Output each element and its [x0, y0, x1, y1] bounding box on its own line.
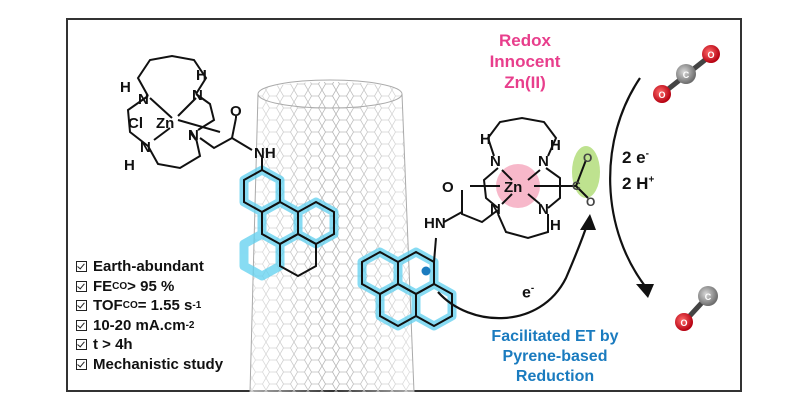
- checkbox-icon: [76, 319, 87, 331]
- electron-text: e: [522, 284, 531, 302]
- checklist-sub: CO: [112, 280, 128, 292]
- atom-label: O: [586, 195, 595, 209]
- checklist-item: Mechanistic study: [76, 355, 223, 375]
- atom-label: N: [538, 153, 549, 170]
- atom-label: N: [188, 127, 199, 144]
- atom-label: H: [480, 131, 491, 148]
- atom-label: H: [120, 79, 131, 96]
- checklist-text: FE: [93, 277, 113, 295]
- right-zn-complex: [443, 116, 600, 240]
- atom-label: H: [124, 157, 135, 174]
- checklist-text: Mechanistic study: [93, 355, 224, 373]
- atom-label: Zn: [504, 179, 522, 196]
- electrons-text: 2 e: [622, 148, 646, 167]
- redox-line: Innocent: [489, 52, 561, 71]
- checklist-text: > 95 %: [127, 277, 175, 295]
- electrons-label: 2 e-: [622, 148, 649, 168]
- redox-line: Redox: [499, 31, 551, 50]
- atom-label: C: [683, 70, 690, 80]
- atom-label: N: [138, 91, 149, 108]
- pyrene-right: [357, 237, 457, 331]
- atom-label: H: [196, 67, 207, 84]
- atom-label: C: [705, 292, 712, 302]
- atom-label: NH: [254, 145, 276, 162]
- pyrene-left: [239, 158, 339, 281]
- electron-sup: -: [530, 283, 535, 294]
- checklist-text: t > 4h: [93, 336, 133, 353]
- atom-label: Cl: [128, 115, 143, 132]
- atom-label: H: [550, 217, 561, 234]
- checklist-text: TOF: [93, 297, 123, 314]
- facilitated-et-label: Facilitated ET by Pyrene-based Reduction: [480, 327, 630, 387]
- electrons-sup: -: [645, 148, 649, 160]
- checkbox-icon: [76, 358, 87, 370]
- co2-highlight: [572, 146, 600, 198]
- checkbox-icon: [76, 261, 87, 273]
- atom-label: C: [572, 179, 581, 193]
- checklist-item: Earth-abundant: [76, 257, 223, 277]
- atom-label: N: [192, 87, 203, 104]
- atom-label: O: [680, 318, 687, 328]
- redox-innocent-label: Redox Innocent Zn(II): [470, 30, 580, 93]
- co2-molecule: [653, 45, 720, 103]
- protons-text: 2 H: [622, 174, 649, 193]
- atom-label: N: [490, 153, 501, 170]
- checklist-item: t > 4h: [76, 335, 223, 355]
- atom-label: N: [140, 139, 151, 156]
- reaction-arrow: [609, 77, 654, 298]
- facilitated-line: Pyrene-based: [502, 348, 608, 365]
- atom-label: H: [550, 137, 561, 154]
- protons-label: 2 H+: [622, 174, 654, 194]
- atom-label: O: [658, 90, 665, 100]
- checklist-sup: -2: [185, 319, 195, 331]
- facilitated-line: Facilitated ET by: [491, 328, 619, 345]
- checklist-sup: -1: [192, 300, 202, 311]
- checkbox-icon: [76, 300, 87, 312]
- checklist-text: Earth-abundant: [93, 258, 204, 275]
- radical-dot: [421, 266, 431, 276]
- atom-label: O: [442, 179, 454, 196]
- left-zn-complex: [126, 54, 253, 170]
- atom-label: O: [707, 50, 714, 60]
- atom-label: O: [230, 103, 242, 120]
- atom-label: Zn: [156, 115, 174, 132]
- atom-label: O: [583, 151, 592, 165]
- facilitated-line: Reduction: [515, 368, 595, 385]
- checklist-text: = 1.55 s: [137, 297, 193, 314]
- co-molecule: [675, 286, 718, 331]
- checkbox-icon: [76, 280, 87, 292]
- atom-label: N: [490, 201, 501, 218]
- atom-label: N: [538, 201, 549, 218]
- checklist-item: 10-20 mA.cm-2: [76, 316, 223, 336]
- electron-transfer-arrow: [437, 214, 596, 320]
- checkbox-icon: [76, 339, 87, 351]
- single-electron-label: e-: [522, 283, 534, 302]
- atom-label: HN: [424, 215, 446, 232]
- protons-sup: +: [648, 174, 655, 186]
- redox-line: Zn(II): [504, 73, 546, 92]
- checklist-sub: CO: [122, 300, 138, 311]
- checklist-text: 10-20 mA.cm: [93, 316, 186, 334]
